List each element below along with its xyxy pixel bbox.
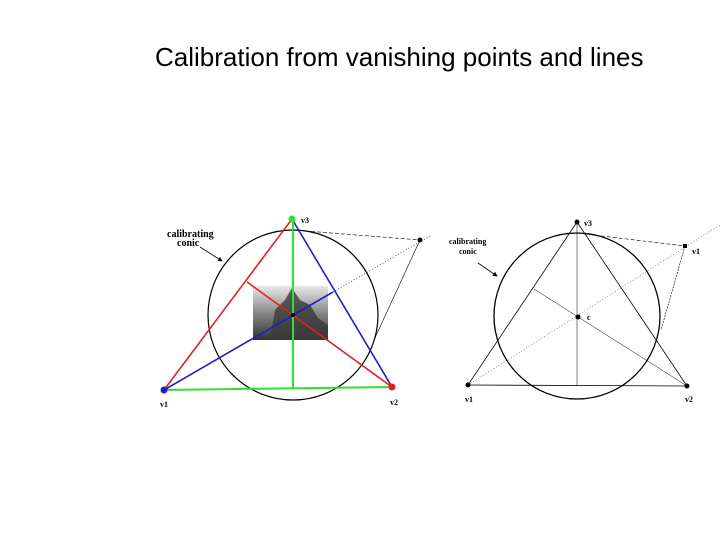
label-v1: v1: [160, 400, 168, 409]
left-figure: v3 v1 v2 calibrating conic: [160, 215, 431, 409]
conic-label: calibrating: [167, 229, 214, 240]
slide-title: Calibration from vanishing points and li…: [155, 42, 644, 72]
label-v3: v3: [584, 219, 592, 228]
conic-label-2: conic: [459, 247, 477, 256]
vanishing-point-v3: [288, 215, 296, 223]
label-v2: v2: [390, 398, 398, 407]
right-figure: v3 v1 v2 v1 c calibrating conic: [449, 219, 720, 404]
label-v2: v2: [685, 395, 693, 404]
label-v1-prime: v1: [692, 247, 700, 256]
arrow-icon: [477, 262, 498, 277]
conic-label: calibrating: [449, 237, 486, 246]
conic-label-2: conic: [177, 238, 200, 249]
label-c: c: [587, 313, 591, 322]
label-v1: v1: [465, 395, 473, 404]
vanishing-point-v2: [388, 383, 396, 391]
arrow-icon: [199, 246, 223, 262]
vanishing-point-v1: [160, 386, 168, 394]
label-v3: v3: [301, 216, 309, 225]
